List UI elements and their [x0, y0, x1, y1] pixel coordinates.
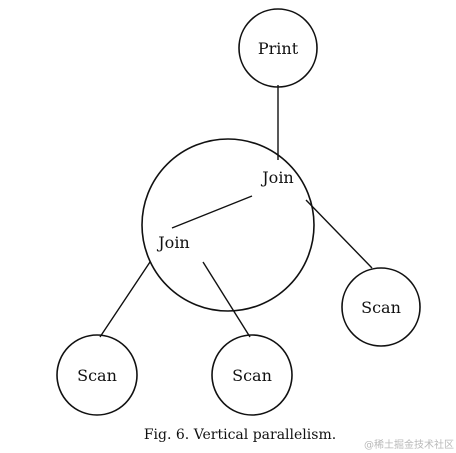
figure-caption: Fig. 6. Vertical parallelism. [144, 427, 336, 443]
print-node [238, 8, 318, 88]
scan-node-bottom-left [56, 334, 138, 416]
print-label: Print [258, 39, 299, 58]
edge-join-to-scan-right [305, 199, 373, 269]
watermark-text: @稀土掘金技术社区 [364, 438, 454, 451]
parallel-join-region [141, 138, 315, 312]
join-top-label: Join [260, 168, 293, 187]
scan-node-bottom-middle [211, 334, 293, 416]
edge-join-to-join [171, 195, 253, 229]
edge-join-to-scan-bottom-left [99, 261, 151, 338]
scan-bottom-middle-label: Scan [232, 366, 272, 385]
scan-bottom-left-label: Scan [77, 366, 117, 385]
scan-right-label: Scan [361, 298, 401, 317]
scan-node-right [341, 267, 421, 347]
join-left-label: Join [156, 233, 189, 252]
edge-join-to-scan-bottom-middle [202, 261, 251, 338]
